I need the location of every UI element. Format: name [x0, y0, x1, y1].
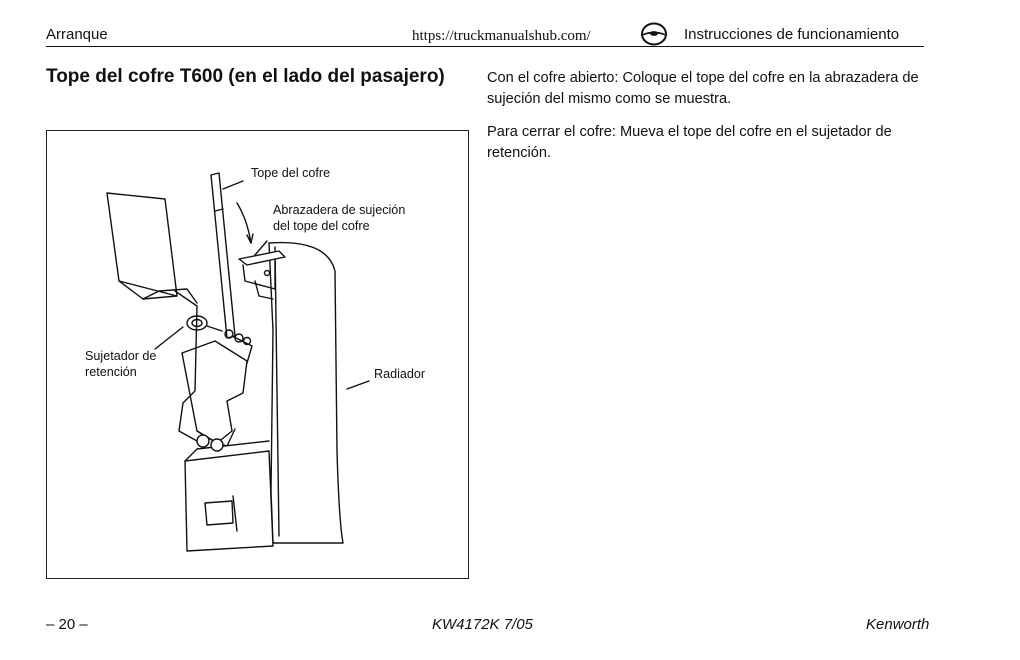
- header-url[interactable]: https://truckmanualshub.com/: [412, 28, 591, 44]
- header-rule: [46, 46, 924, 47]
- hood-stop-figure: Tope del cofre Abrazadera de sujeción de…: [46, 130, 469, 579]
- page-title: Tope del cofre T600 (en el lado del pasa…: [46, 66, 445, 87]
- footer-doc-code: KW4172K 7/05: [432, 616, 533, 633]
- instruction-close: Para cerrar el cofre: Mueva el tope del …: [487, 124, 892, 161]
- callout-retainer: Sujetador de retención: [85, 349, 157, 379]
- callout-clamp: Abrazadera de sujeción del tope del cofr…: [273, 203, 406, 233]
- steering-wheel-icon: [641, 22, 667, 46]
- footer-page-number: – 20 –: [46, 616, 88, 633]
- callout-hood-stop: Tope del cofre: [251, 166, 331, 180]
- hood-stop-illustration: [106, 172, 370, 552]
- header-chapter: Instrucciones de funcionamiento: [684, 26, 900, 43]
- callout-radiator: Radiador: [374, 367, 426, 381]
- footer-brand: Kenworth: [866, 616, 930, 633]
- instruction-open: Con el cofre abierto: Coloque el tope de…: [487, 70, 919, 107]
- header-section: Arranque: [46, 26, 108, 43]
